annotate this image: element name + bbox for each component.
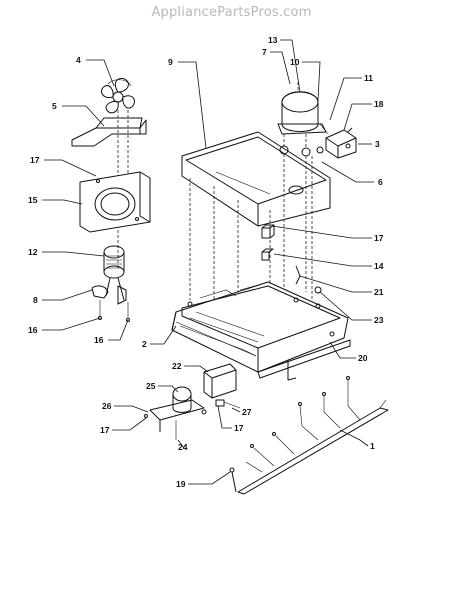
watermark-text: AppliancePartsPros.com <box>151 5 312 20</box>
callout-7: 7 <box>262 47 267 57</box>
callout-3: 3 <box>375 139 380 149</box>
motor-mount-part[interactable] <box>91 285 130 322</box>
callout-1: 1 <box>370 441 375 451</box>
callout-17-d: 17 <box>100 425 110 435</box>
fan-shroud-part[interactable] <box>71 117 147 147</box>
callout-17-c: 17 <box>234 423 244 433</box>
callout-24: 24 <box>178 442 188 452</box>
callout-16-b: 16 <box>94 335 104 345</box>
fan-motor-part[interactable] <box>103 245 125 301</box>
callout-9: 9 <box>168 57 173 67</box>
capacitor-part[interactable] <box>261 224 275 261</box>
callout-16-a: 16 <box>28 325 38 335</box>
callout-19: 19 <box>176 479 186 489</box>
wire-harness-part[interactable] <box>237 376 389 495</box>
callout-4: 4 <box>76 55 81 65</box>
callout-6: 6 <box>378 177 383 187</box>
leader-lines <box>42 39 374 485</box>
base-pan-part[interactable] <box>171 281 349 373</box>
callout-22: 22 <box>172 361 182 371</box>
base-rail-part[interactable] <box>257 339 351 381</box>
callout-10: 10 <box>290 57 300 67</box>
cabinet-housing-part[interactable] <box>181 131 331 305</box>
fan-motor-bracket-part[interactable] <box>79 171 151 233</box>
relay-overload-part[interactable] <box>319 123 357 159</box>
callout-26: 26 <box>102 401 112 411</box>
callout-20: 20 <box>358 353 368 363</box>
power-cord-part[interactable] <box>229 467 237 493</box>
callout-17-a: 17 <box>30 155 40 165</box>
callout-21: 21 <box>374 287 384 297</box>
callout-15: 15 <box>28 195 38 205</box>
defrost-timer-part[interactable] <box>203 363 241 409</box>
callout-11: 11 <box>364 73 373 83</box>
callout-5: 5 <box>52 101 57 111</box>
callout-14: 14 <box>374 261 384 271</box>
callout-8: 8 <box>33 295 38 305</box>
callout-23: 23 <box>374 315 384 325</box>
condenser-motor-part[interactable] <box>144 386 207 440</box>
callout-2: 2 <box>142 339 147 349</box>
callout-27: 27 <box>242 407 252 417</box>
callout-labels: 4 5 9 7 13 10 11 18 3 6 17 15 12 8 16 16… <box>28 35 384 489</box>
fan-blade-part[interactable] <box>101 77 135 114</box>
drain-clip-part[interactable] <box>295 265 322 294</box>
callout-12: 12 <box>28 247 38 257</box>
callout-17-b: 17 <box>374 233 384 243</box>
callout-25: 25 <box>146 381 156 391</box>
callout-18: 18 <box>374 99 384 109</box>
callout-13: 13 <box>268 35 278 45</box>
